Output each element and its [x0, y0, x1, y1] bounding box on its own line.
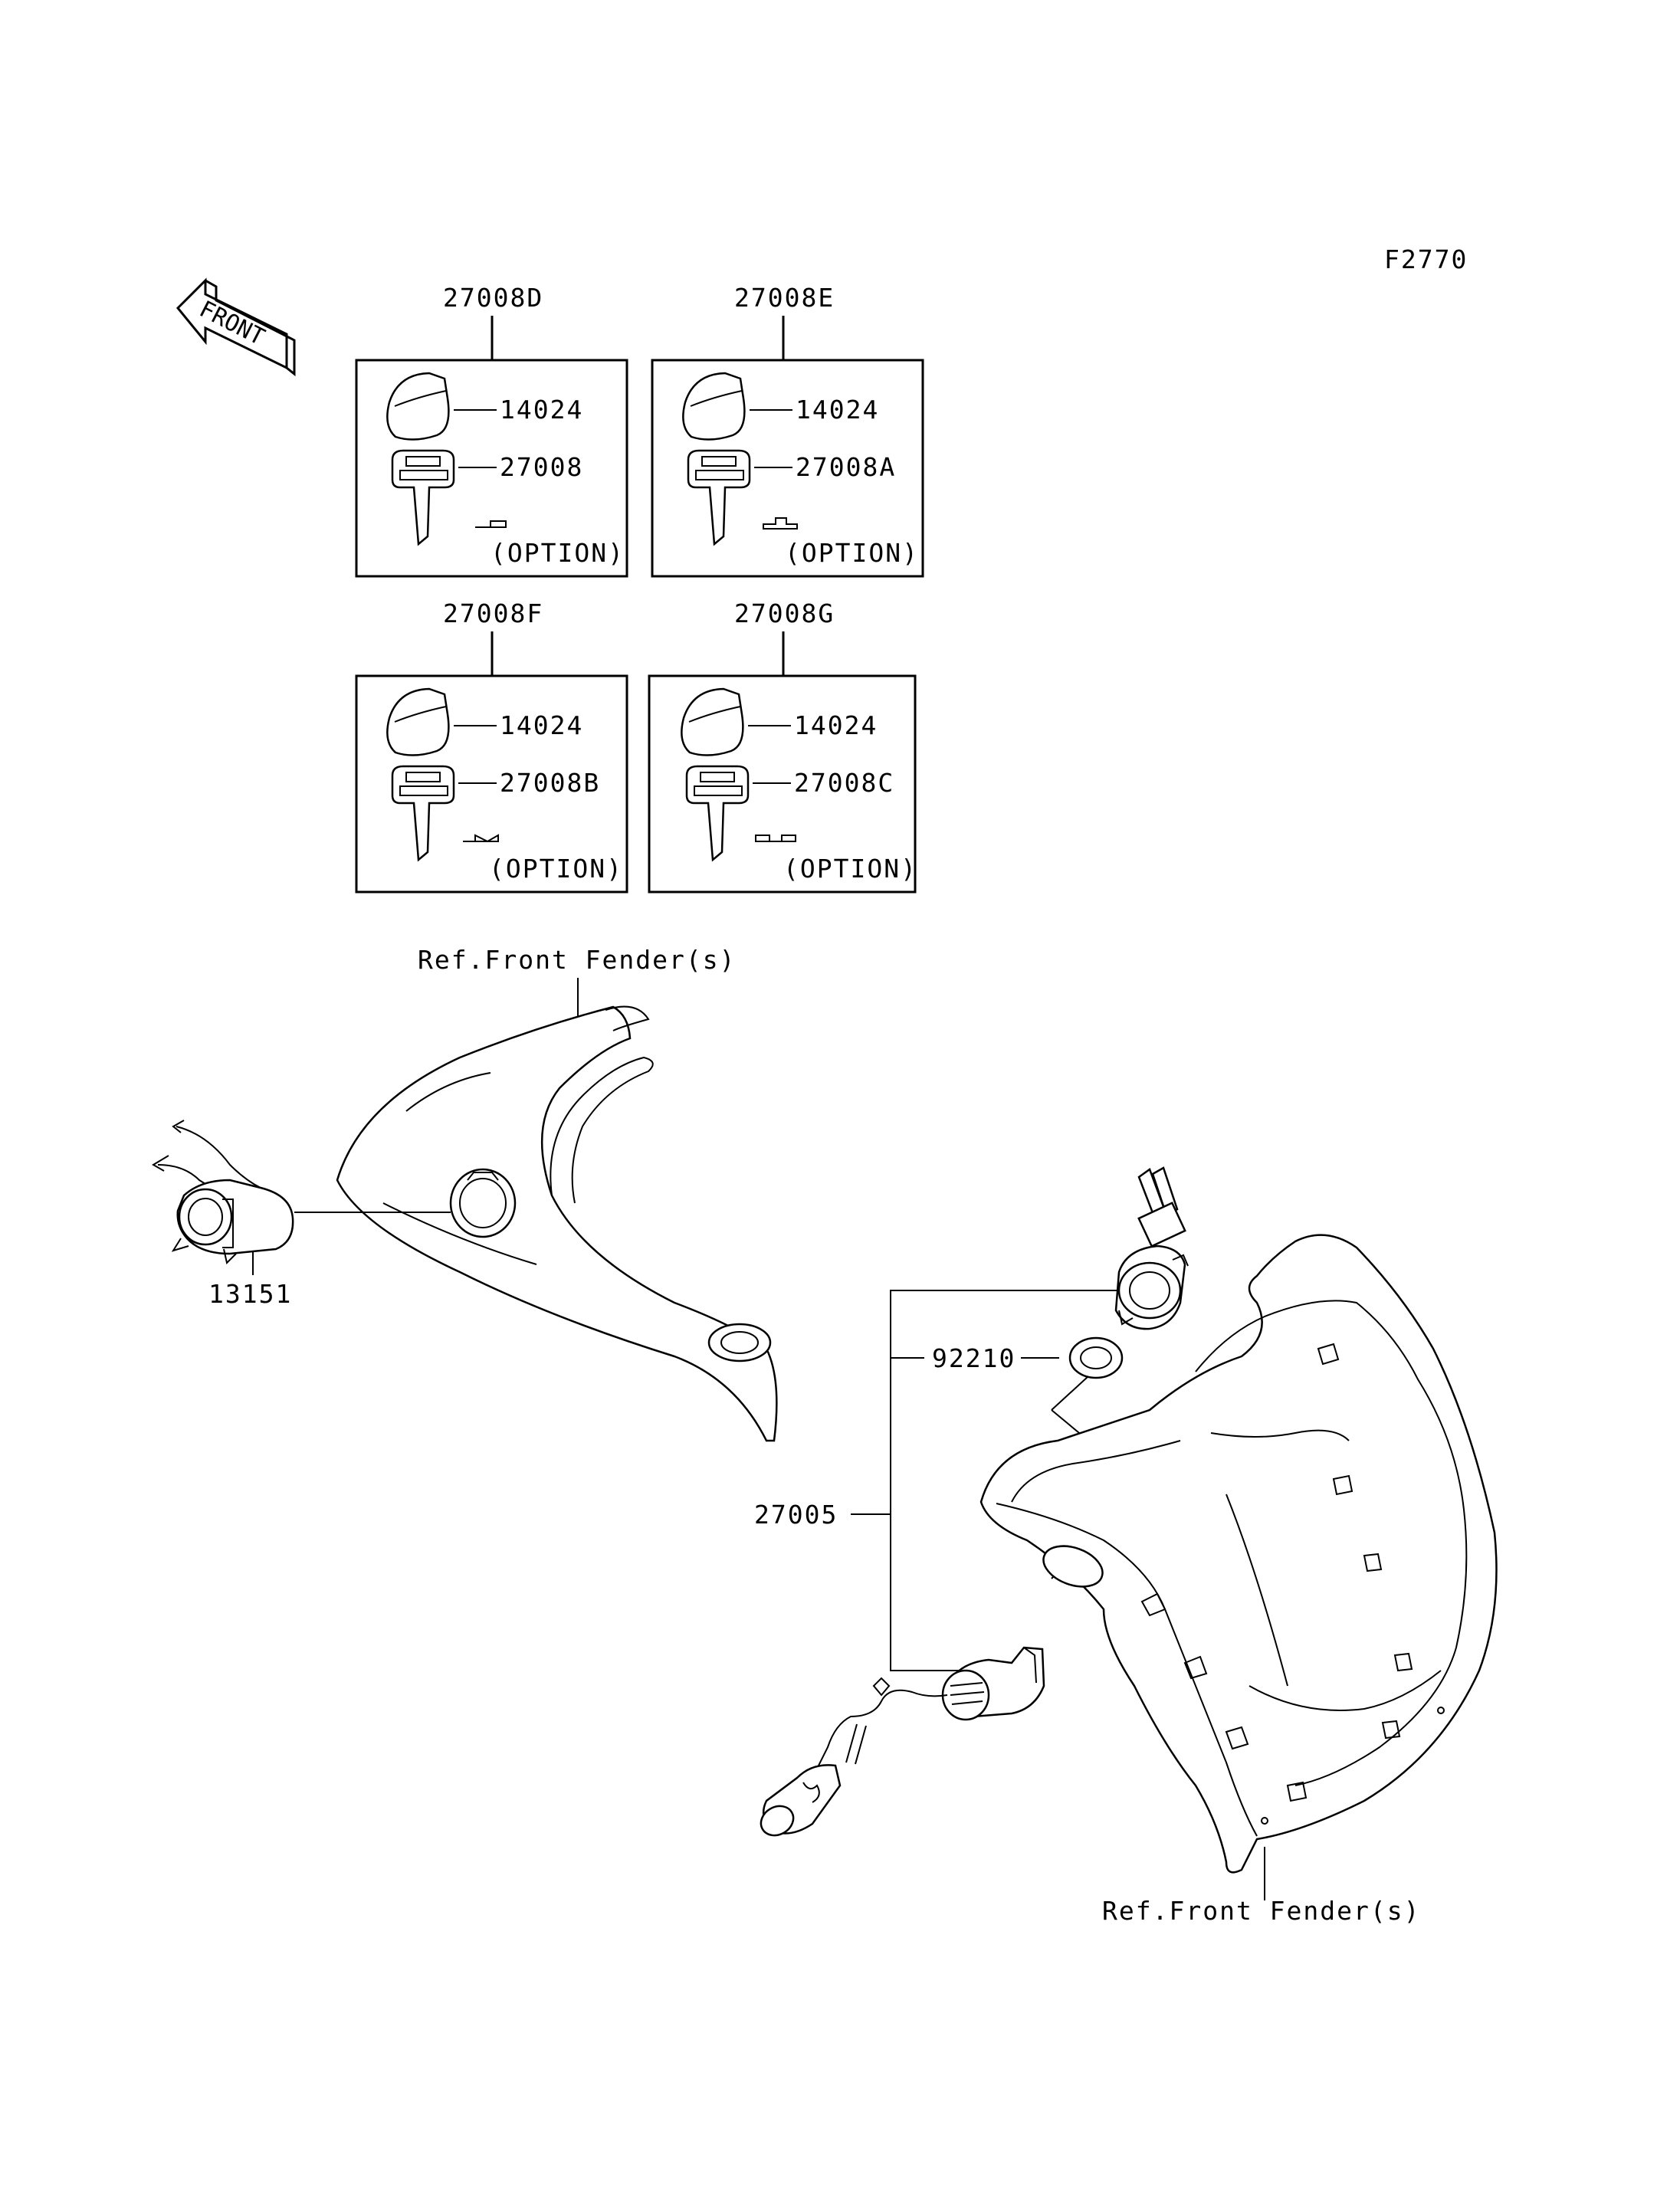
ref-front-fender-label-upper: Ref.Front Fender(s) — [418, 945, 737, 975]
key-set-number: 27008D — [443, 283, 543, 313]
knob-part-number: 14024 — [796, 395, 879, 425]
key-set-27008d: 27008D 14024 27008 (OPTION) — [355, 283, 628, 578]
front-arrow-icon: FRONT — [176, 277, 296, 377]
key-part-number: 27008B — [500, 768, 600, 798]
key-knob-icon — [681, 687, 744, 756]
key-blade-icon — [391, 765, 455, 862]
ignition-switch-13151-drawing — [152, 1120, 294, 1264]
key-set-number: 27008G — [734, 598, 835, 628]
front-fender-upper-drawing — [336, 1005, 778, 1442]
key-pair-drawing — [1137, 1166, 1186, 1248]
key-set-number: 27008F — [443, 598, 543, 628]
option-note: (OPTION) — [491, 538, 625, 568]
key-set-27008g: 27008G 14024 27008C (OPTION) — [648, 598, 917, 894]
option-note: (OPTION) — [489, 854, 623, 884]
ignition-switch-27005-drawing — [1114, 1244, 1189, 1330]
key-knob-icon — [386, 687, 450, 756]
key-blade-icon — [685, 765, 750, 862]
knob-part-number: 14024 — [794, 710, 878, 740]
front-fender-lower-drawing — [979, 1234, 1498, 1874]
knob-part-number: 14024 — [500, 710, 583, 740]
key-set-number: 27008E — [734, 283, 835, 313]
part-27005-label: 27005 — [754, 1500, 838, 1530]
key-profile-icon — [475, 520, 507, 528]
ignition-switch-wired-drawing — [760, 1646, 1045, 1837]
key-profile-icon — [755, 835, 796, 842]
key-part-number: 27008 — [500, 452, 583, 482]
option-note: (OPTION) — [783, 854, 917, 884]
key-blade-icon — [391, 449, 455, 546]
key-part-number: 27008C — [794, 768, 894, 798]
part-13151-label: 13151 — [208, 1279, 292, 1309]
key-blade-icon — [687, 449, 751, 546]
key-knob-icon — [682, 372, 746, 441]
key-profile-icon — [463, 834, 499, 843]
part-92210-label: 92210 — [932, 1343, 1016, 1373]
key-profile-icon — [763, 517, 798, 530]
key-set-27008f: 27008F 14024 27008B (OPTION) — [355, 598, 628, 894]
option-note: (OPTION) — [785, 538, 919, 568]
ref-front-fender-label-lower: Ref.Front Fender(s) — [1102, 1896, 1421, 1926]
ignition-hole-icon — [1042, 1545, 1104, 1588]
key-part-number: 27008A — [796, 452, 896, 482]
key-knob-icon — [386, 372, 450, 441]
key-set-27008e: 27008E 14024 27008A (OPTION) — [651, 283, 924, 578]
nut-92210-icon — [1068, 1336, 1124, 1379]
figure-code: F2770 — [1384, 244, 1468, 274]
knob-part-number: 14024 — [500, 395, 583, 425]
